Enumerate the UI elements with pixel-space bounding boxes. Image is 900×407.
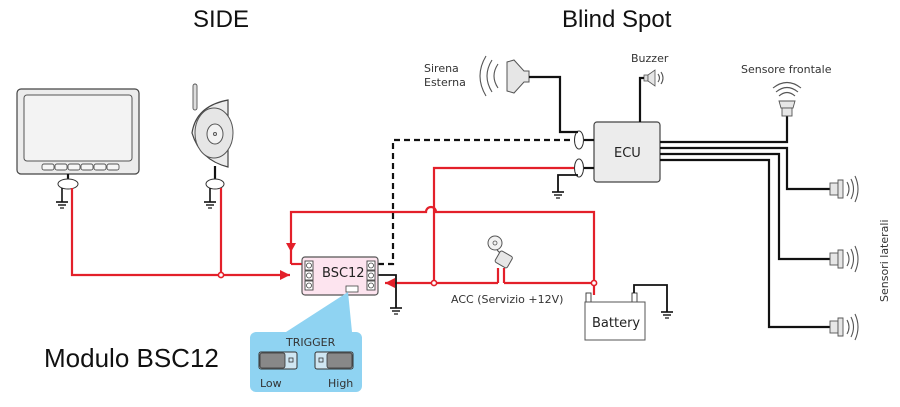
ecu-module: ECU	[574, 121, 661, 183]
monitor-icon	[16, 88, 140, 190]
side-sensors-label: Sensori laterali	[878, 219, 891, 302]
ecu-label: ECU	[614, 146, 641, 161]
trigger-panel: TRIGGER Low High	[250, 292, 362, 392]
ground-icon	[378, 274, 402, 315]
siren-wire	[529, 75, 578, 134]
battery-label: Battery	[592, 316, 640, 331]
side-sensor-icon	[829, 313, 859, 341]
ground-icon	[633, 284, 673, 319]
ground-icon	[204, 188, 216, 209]
side-title: SIDE	[193, 6, 249, 33]
trigger-title: TRIGGER	[285, 336, 336, 349]
siren-label-1: Sirena	[424, 62, 459, 75]
siren-icon	[479, 55, 530, 97]
ground-icon	[552, 174, 578, 199]
sensor-wires	[660, 116, 830, 329]
siren-label-2: Esterna	[424, 76, 466, 89]
buzzer-label: Buzzer	[631, 52, 669, 65]
battery-icon: Battery	[584, 292, 646, 341]
bsc12-module: BSC12	[301, 256, 379, 296]
trigger-connector	[345, 285, 359, 293]
side-sensor-icon	[829, 175, 859, 203]
trigger-switch-low[interactable]	[258, 351, 298, 370]
camera-icon	[191, 83, 234, 190]
trigger-high-label: High	[328, 377, 353, 390]
front-sensor-icon	[772, 81, 802, 117]
module-title: Modulo BSC12	[44, 343, 219, 373]
front-sensor-label: Sensore frontale	[741, 63, 832, 76]
trigger-low-label: Low	[260, 377, 282, 390]
buzzer-icon	[643, 69, 664, 87]
ground-icon	[56, 188, 68, 209]
buzzer-wire	[638, 76, 644, 122]
blind-spot-title: Blind Spot	[562, 6, 672, 33]
acc-label: ACC (Servizio +12V)	[451, 293, 563, 306]
power-wires	[70, 166, 598, 295]
ignition-key-icon	[487, 235, 513, 269]
trigger-switch-high[interactable]	[314, 351, 354, 370]
side-sensor-icon	[829, 245, 859, 273]
signal-wire-dashed	[378, 138, 578, 266]
bsc12-label: BSC12	[322, 266, 365, 281]
